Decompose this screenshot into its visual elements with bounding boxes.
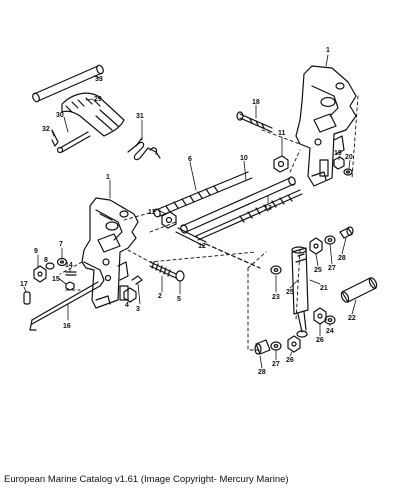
part-11-nut-right xyxy=(273,155,289,173)
callout-11-right: 11 xyxy=(278,130,286,137)
exploded-parts-drawing: 1 1 2 3 4 5 6 7 8 9 10 11 11 12 13 14 15… xyxy=(20,47,378,376)
callout-10: 10 xyxy=(240,155,248,162)
part-5-knob xyxy=(175,270,185,282)
callout-labels: 1 1 2 3 4 5 6 7 8 9 10 11 11 12 13 14 15… xyxy=(20,47,356,376)
callout-17: 17 xyxy=(20,281,28,288)
callout-19: 19 xyxy=(334,150,342,157)
part-17-pin xyxy=(23,291,31,305)
part-11-nut-left xyxy=(161,211,177,229)
callout-1-left: 1 xyxy=(106,174,110,181)
callout-5: 5 xyxy=(177,296,181,303)
part-33-rod xyxy=(32,64,104,103)
callout-12: 12 xyxy=(198,243,206,250)
callout-2: 2 xyxy=(158,293,162,300)
callout-8: 8 xyxy=(44,257,48,264)
part-32-clip xyxy=(51,129,59,147)
callout-24: 24 xyxy=(326,328,334,335)
part-14-pin xyxy=(65,271,77,276)
callout-18: 18 xyxy=(252,99,260,106)
callout-16: 16 xyxy=(63,323,71,330)
callout-20: 20 xyxy=(345,154,353,161)
part-15-nut xyxy=(65,281,75,291)
part-16-bent-rod xyxy=(29,281,101,331)
part-31-spring xyxy=(127,137,161,161)
part-22-sleeve xyxy=(340,277,378,303)
callout-21: 21 xyxy=(320,285,328,292)
callout-33: 33 xyxy=(95,76,103,83)
part-13-threaded-rod xyxy=(195,189,303,241)
callout-27-upper: 27 xyxy=(328,265,336,272)
callout-29: 29 xyxy=(94,96,102,103)
callout-26-right: 26 xyxy=(316,337,324,344)
right-clamp-bracket xyxy=(295,65,357,187)
part-10-tube xyxy=(180,176,296,234)
part-2-spring xyxy=(149,261,177,279)
part-28-cap-upper xyxy=(339,226,354,239)
part-8-washer xyxy=(45,262,55,270)
callout-13: 13 xyxy=(264,205,272,212)
callout-7: 7 xyxy=(59,241,63,248)
part-25-nut-upper xyxy=(309,237,323,255)
part-7-washer xyxy=(56,257,68,267)
image-caption: European Marine Catalog v1.61 (Image Cop… xyxy=(4,474,289,485)
callout-1-right: 1 xyxy=(326,47,330,54)
part-3-clip xyxy=(131,275,143,285)
callout-31: 31 xyxy=(136,113,144,120)
callout-28-lower: 28 xyxy=(258,369,266,376)
part-21-cylinder xyxy=(291,246,309,338)
callout-15: 15 xyxy=(52,276,60,283)
callout-11-left: 11 xyxy=(148,209,156,216)
callout-14: 14 xyxy=(65,262,73,269)
callout-30: 30 xyxy=(56,112,64,119)
left-clamp-bracket xyxy=(81,197,139,309)
callout-26-lower: 26 xyxy=(286,357,294,364)
part-29-strap xyxy=(61,92,125,137)
part-27-washer-lower xyxy=(270,341,282,351)
callout-27-lower: 27 xyxy=(272,361,280,368)
part-28-cap-lower xyxy=(254,339,271,355)
callout-4: 4 xyxy=(125,302,129,309)
callout-25-lower: 25 xyxy=(286,289,294,296)
part-27-washer-upper xyxy=(324,235,336,245)
callout-23: 23 xyxy=(272,294,280,301)
part-26-nut-lower xyxy=(313,307,327,325)
callout-32: 32 xyxy=(42,126,50,133)
part-20-washer xyxy=(343,168,353,176)
callout-leaders xyxy=(23,54,357,369)
part-19-nut xyxy=(333,156,345,170)
callout-6: 6 xyxy=(188,156,192,163)
part-18-bolt xyxy=(236,111,273,133)
part-4-nut xyxy=(123,287,137,303)
part-30-pin xyxy=(56,131,91,154)
part-23-washer xyxy=(270,265,282,275)
callout-28-upper: 28 xyxy=(338,255,346,262)
part-6-threaded-rod xyxy=(153,171,253,218)
callout-3: 3 xyxy=(136,306,140,313)
callout-22: 22 xyxy=(348,315,356,322)
part-25-nut-lower xyxy=(287,335,301,353)
part-9-nut xyxy=(33,265,47,283)
alignment-lines xyxy=(59,95,359,351)
callout-25-upper: 25 xyxy=(314,267,322,274)
callout-9: 9 xyxy=(34,248,38,255)
part-12-rod xyxy=(175,227,261,269)
